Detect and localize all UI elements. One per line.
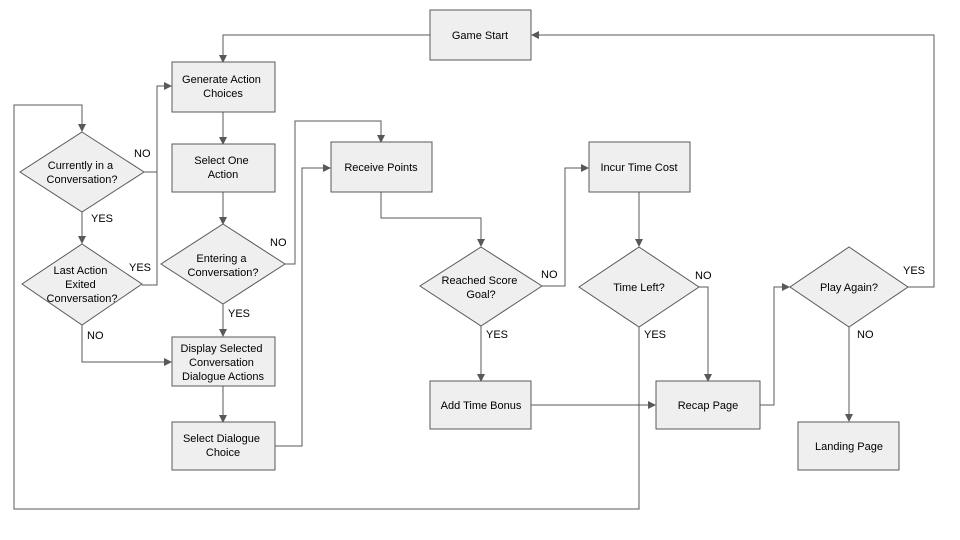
label-display-dialogue-actions: Display Selected Conversation Dialogue A…: [181, 343, 266, 383]
edge-label-entering-yes: YES: [228, 308, 250, 320]
decision-last-action-exited: [21, 243, 143, 326]
edge-label-play-yes: YES: [903, 265, 925, 277]
edge-entering-no-receive: [285, 120, 385, 265]
node-add-time-bonus: [429, 380, 532, 430]
edge-currently-no-generate: [144, 82, 172, 173]
edge-labels: NO YES YES NO NO YES NO YES NO YES YES N…: [87, 148, 925, 342]
label-select-one-action: Select One Action: [194, 155, 251, 181]
label-select-dialogue-choice: Select Dialogue Choice: [183, 433, 263, 459]
label-entering-conversation: Entering a Conversation?: [188, 253, 259, 279]
node-incur-time-cost: [588, 141, 691, 193]
edge-lastaction-yes-generate: [142, 172, 158, 286]
node-select-dialogue-choice: [171, 421, 276, 471]
edge-label-currently-yes: YES: [91, 213, 113, 225]
edge-label-play-no: NO: [857, 329, 874, 341]
edge-label-reached-no: NO: [541, 269, 558, 281]
decision-entering-conversation: [160, 223, 286, 305]
edge-label-last-yes: YES: [129, 262, 151, 274]
process-boxes: [171, 9, 900, 471]
edge-playagain-yes-gamestart: [531, 31, 935, 288]
label-recap-page: Recap Page: [678, 400, 739, 412]
decision-reached-score-goal: [419, 246, 543, 327]
edge-label-time-no: NO: [695, 270, 712, 282]
label-incur-time-cost: Incur Time Cost: [600, 162, 677, 174]
label-game-start: Game Start: [452, 30, 508, 42]
label-time-left: Time Left?: [613, 282, 665, 294]
decision-time-left: [578, 246, 700, 328]
edge-timeleft-no-recap: [699, 286, 712, 382]
node-select-one-action: [171, 143, 276, 193]
label-last-action-exited: Last Action Exited Conversation?: [47, 265, 118, 305]
connectors: [13, 31, 935, 510]
edge-label-entering-no: NO: [270, 237, 287, 249]
edge-label-last-no: NO: [87, 330, 104, 342]
node-recap-page: [655, 380, 761, 430]
node-labels: Game Start Generate Action Choices Selec…: [47, 30, 883, 459]
edge-label-reached-yes: YES: [486, 329, 508, 341]
label-currently-in-conversation: Currently in a Conversation?: [47, 160, 118, 186]
decision-diamonds: [19, 131, 909, 328]
decision-currently-in-conversation: [19, 131, 145, 213]
node-landing-page: [797, 421, 900, 471]
edge-recap-playagain: [760, 283, 790, 406]
node-generate-action-choices: [171, 61, 276, 113]
label-landing-page: Landing Page: [815, 441, 883, 453]
edge-gamestart-generate: [219, 34, 430, 63]
edge-selectdialogue-receive: [275, 164, 331, 447]
edge-timeleft-yes-loop: [13, 104, 640, 510]
edge-label-currently-no: NO: [134, 148, 151, 160]
label-generate-action-choices: Generate Action Choices: [182, 74, 264, 100]
edge-receive-reached: [380, 192, 485, 247]
label-add-time-bonus: Add Time Bonus: [441, 400, 522, 412]
edge-reached-no-incur: [542, 164, 589, 287]
node-game-start: [429, 9, 532, 61]
node-receive-points: [330, 141, 433, 193]
label-play-again: Play Again?: [820, 282, 878, 294]
decision-play-again: [789, 246, 909, 328]
node-display-dialogue-actions: [171, 336, 276, 387]
edge-label-time-yes: YES: [644, 329, 666, 341]
edge-lastaction-no-display: [81, 325, 172, 366]
label-reached-score-goal: Reached Score Goal?: [442, 275, 521, 301]
label-receive-points: Receive Points: [344, 162, 418, 174]
